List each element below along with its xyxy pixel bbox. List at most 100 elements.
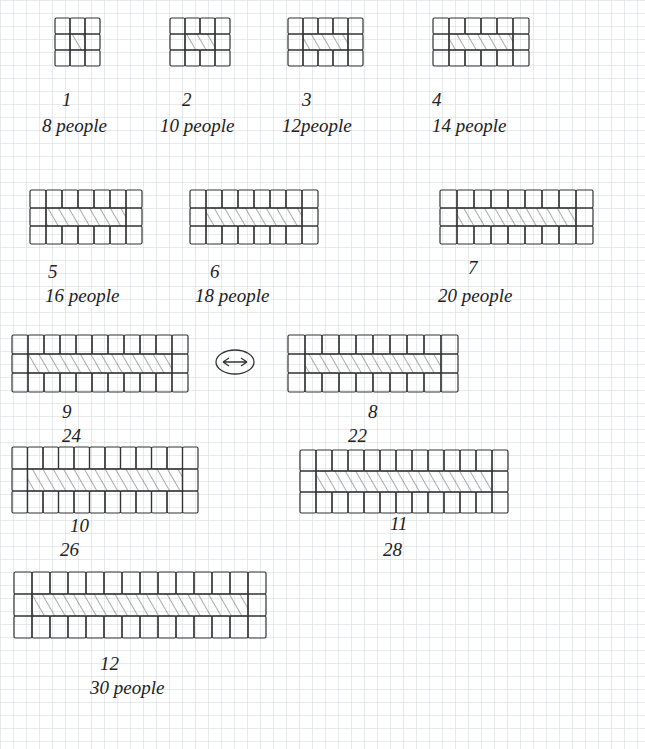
swap-symbol — [216, 350, 254, 374]
people-count: 18 people — [195, 286, 269, 307]
chair — [254, 226, 270, 244]
table-arrangement — [440, 190, 593, 244]
chair — [108, 335, 124, 354]
chair — [270, 190, 286, 208]
table-arrangement — [300, 450, 508, 513]
chair — [55, 18, 70, 34]
chair — [85, 18, 100, 34]
chair — [55, 34, 70, 50]
chair — [380, 450, 396, 471]
chair — [86, 616, 104, 638]
chair — [121, 447, 137, 469]
figure-number: 5 — [48, 262, 58, 283]
chair — [449, 50, 465, 66]
table-arrangement — [433, 18, 529, 66]
table — [46, 208, 126, 226]
chair — [14, 616, 32, 638]
chair — [254, 190, 270, 208]
figure-number: 9 — [62, 402, 72, 423]
chair — [302, 226, 318, 244]
chair — [70, 50, 85, 66]
chair — [513, 50, 529, 66]
table-arrangement — [12, 447, 198, 513]
chair — [185, 18, 200, 34]
chair — [441, 335, 458, 354]
chair — [126, 226, 142, 244]
table — [457, 208, 576, 226]
table-arrangement — [14, 572, 266, 638]
chair — [238, 226, 254, 244]
chair — [333, 18, 348, 34]
chair — [576, 190, 593, 208]
chair — [457, 226, 474, 244]
chair — [105, 491, 121, 513]
chair — [28, 447, 44, 469]
chair — [492, 471, 508, 492]
chair — [364, 450, 380, 471]
chair — [60, 373, 76, 392]
chair — [356, 335, 373, 354]
chair — [491, 190, 508, 208]
chair — [176, 572, 194, 594]
chair — [167, 491, 183, 513]
chair — [339, 335, 356, 354]
chair — [140, 616, 158, 638]
chair — [44, 373, 60, 392]
chair — [86, 572, 104, 594]
chair — [373, 373, 390, 392]
chair — [170, 50, 185, 66]
chair — [30, 190, 46, 208]
chair — [12, 469, 28, 491]
chair — [90, 491, 106, 513]
chair — [348, 50, 363, 66]
people-count: 22 — [348, 426, 367, 447]
chair — [305, 335, 322, 354]
chair — [55, 50, 70, 66]
chair — [288, 373, 305, 392]
chair — [136, 447, 152, 469]
chair — [300, 492, 316, 513]
chair — [28, 335, 44, 354]
chair — [476, 450, 492, 471]
chair — [286, 190, 302, 208]
chair — [215, 50, 230, 66]
chair — [124, 373, 140, 392]
chair — [508, 190, 525, 208]
table — [28, 469, 183, 491]
chair — [176, 616, 194, 638]
chair — [444, 450, 460, 471]
chair — [412, 450, 428, 471]
table-arrangement — [288, 335, 458, 392]
chair — [50, 616, 68, 638]
table-arrangement — [288, 18, 363, 66]
chair — [288, 354, 305, 373]
chair — [300, 471, 316, 492]
chair — [542, 190, 559, 208]
people-count: 8 people — [42, 116, 107, 137]
chair — [316, 450, 332, 471]
chair — [60, 335, 76, 354]
chair — [158, 616, 176, 638]
chair — [92, 373, 108, 392]
figure-number: 11 — [390, 514, 408, 535]
chair — [172, 354, 188, 373]
chair — [332, 450, 348, 471]
chair — [322, 373, 339, 392]
chair — [126, 190, 142, 208]
chair — [110, 190, 126, 208]
table — [32, 594, 248, 616]
figure-number: 1 — [62, 90, 72, 111]
people-count: 14 people — [432, 116, 506, 137]
chair — [497, 50, 513, 66]
chair — [286, 226, 302, 244]
chair — [333, 50, 348, 66]
chair — [190, 226, 206, 244]
chair — [440, 226, 457, 244]
chair — [12, 447, 28, 469]
table — [303, 34, 348, 50]
chair — [62, 226, 78, 244]
chair — [559, 190, 576, 208]
people-count: 24 — [62, 426, 81, 447]
chair — [424, 373, 441, 392]
chair — [248, 594, 266, 616]
